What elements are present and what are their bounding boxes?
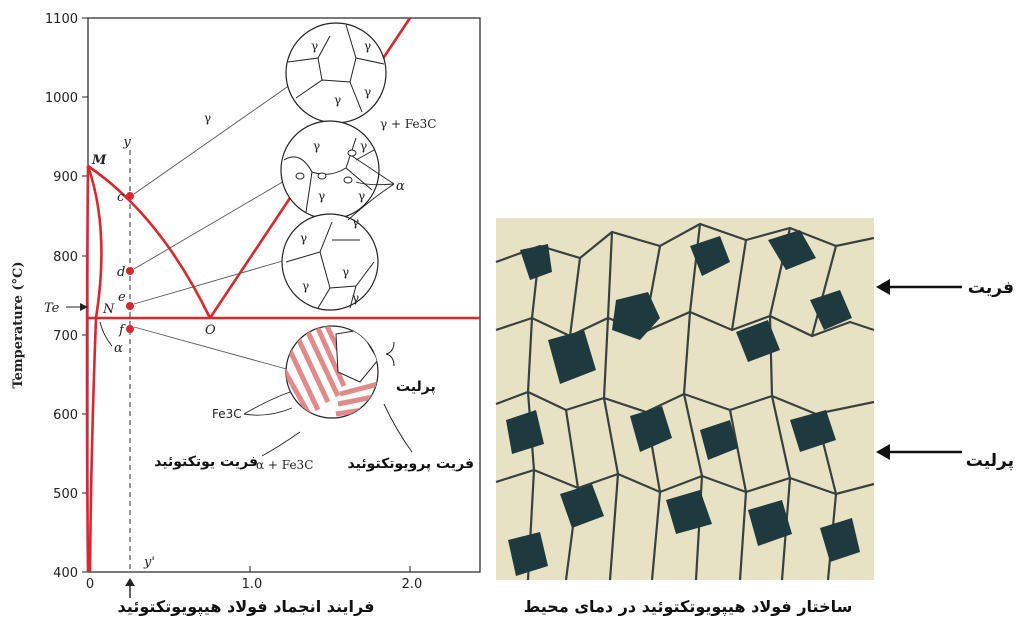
micro-circle-two-phase: γ γ γ γ <box>281 121 379 219</box>
grain-gamma-label: γ <box>364 85 371 99</box>
alpha-label: α <box>114 341 123 356</box>
phase-alpha-fe3c-label: α + Fe3C <box>256 458 313 472</box>
point-label-m: M <box>91 153 107 168</box>
grain-gamma-label: γ <box>313 139 320 153</box>
y-tick-label: 1100 <box>45 12 78 27</box>
alpha-phase-line <box>87 166 88 572</box>
grain-gamma-label: γ <box>334 93 341 107</box>
grain-gamma-label: γ <box>311 39 318 53</box>
fe3c-pointers <box>244 392 292 415</box>
ferrite-arrow <box>876 279 962 295</box>
point-label-n: N <box>102 302 115 317</box>
a3-line <box>88 166 210 318</box>
alpha-solvus-lower <box>90 318 96 572</box>
micro-circle-pearlite <box>282 324 378 418</box>
point-label-c: c <box>117 190 125 205</box>
grain-gamma-label: γ <box>300 231 307 245</box>
micrograph: فریت پرلیت ساختار فولاد هیپویوتکتوئید در… <box>496 218 1014 617</box>
phase-gamma-label: γ <box>204 111 211 125</box>
y-tick-label: 400 <box>53 566 78 581</box>
grain-gamma-label: γ <box>360 139 367 153</box>
y-axis-label: Temperature (°C) <box>11 261 26 388</box>
x-axis-ticks <box>90 566 410 572</box>
grain-gamma-label: γ <box>318 189 325 203</box>
micrograph-caption: ساختار فولاد هیپویوتکتوئید در دمای محیط <box>524 597 853 617</box>
point-label-d: d <box>117 265 125 280</box>
x-tick-label: 1.0 <box>242 577 263 592</box>
pearlite-annotation: پرلیت <box>396 379 436 395</box>
alpha-solvus-upper <box>88 166 101 318</box>
y-tick-label: 600 <box>53 408 78 423</box>
micro-circle-austenite: γ γ γ γ <box>286 23 386 123</box>
micro-circle-near-eutectoid: γ γ γ γ γ <box>282 214 378 310</box>
plot-frame <box>88 18 480 572</box>
phase-boundaries <box>87 18 480 572</box>
grain-gamma-label: γ <box>358 189 365 203</box>
x-tick-label: 0 <box>86 577 94 592</box>
point-label-y: y <box>122 135 131 150</box>
grain-gamma-label: γ <box>342 265 349 279</box>
pearlite-brace <box>386 342 394 366</box>
grain-gamma-label: γ <box>352 291 359 305</box>
alpha-leader <box>100 322 112 346</box>
grain-gamma-label: γ <box>302 279 309 293</box>
proeutectoid-ferrite-annotation: فریت پرویوتکتوئید <box>348 456 474 472</box>
point-d <box>126 267 134 275</box>
ferrite-label: فریت <box>968 278 1014 298</box>
point-e <box>126 302 134 310</box>
eutectoid-ferrite-pointer <box>262 432 300 456</box>
fe3c-label: Fe3C <box>212 407 242 421</box>
y-axis-tick-labels: 400 500 600 700 800 900 1000 1100 <box>45 12 78 581</box>
phase-gamma-fe3c-label: γ + Fe3C <box>380 117 436 131</box>
diagram-caption: فرایند انجماد فولاد هیپویوتکتوئید <box>118 597 375 617</box>
alpha-circle-label: α <box>396 179 405 194</box>
point-label-e: e <box>118 290 126 305</box>
eutectoid-ferrite-annotation: فریت یوتکتوئید <box>154 454 258 470</box>
grain-gamma-label: γ <box>364 39 371 53</box>
point-label-y-prime: y' <box>143 555 155 570</box>
y-tick-label: 700 <box>53 329 78 344</box>
point-label-o: O <box>205 323 216 338</box>
proeutectoid-ferrite-pointer <box>384 404 412 452</box>
composition-arrowhead <box>125 578 135 586</box>
point-c <box>126 192 134 200</box>
pearlite-label: پرلیت <box>966 451 1014 471</box>
grain-gamma-label: γ <box>352 215 359 229</box>
phase-diagram: 400 500 600 700 800 900 1000 1100 Temper… <box>11 12 480 617</box>
x-tick-label: 2.0 <box>402 577 423 592</box>
point-label-f: f <box>118 323 126 338</box>
pearlite-arrow <box>876 444 962 460</box>
y-tick-label: 900 <box>53 170 78 185</box>
point-f <box>126 325 134 333</box>
point-label-te: Te <box>44 301 60 316</box>
y-tick-label: 1000 <box>45 91 78 106</box>
y-tick-label: 800 <box>53 250 78 265</box>
y-tick-label: 500 <box>53 487 78 502</box>
